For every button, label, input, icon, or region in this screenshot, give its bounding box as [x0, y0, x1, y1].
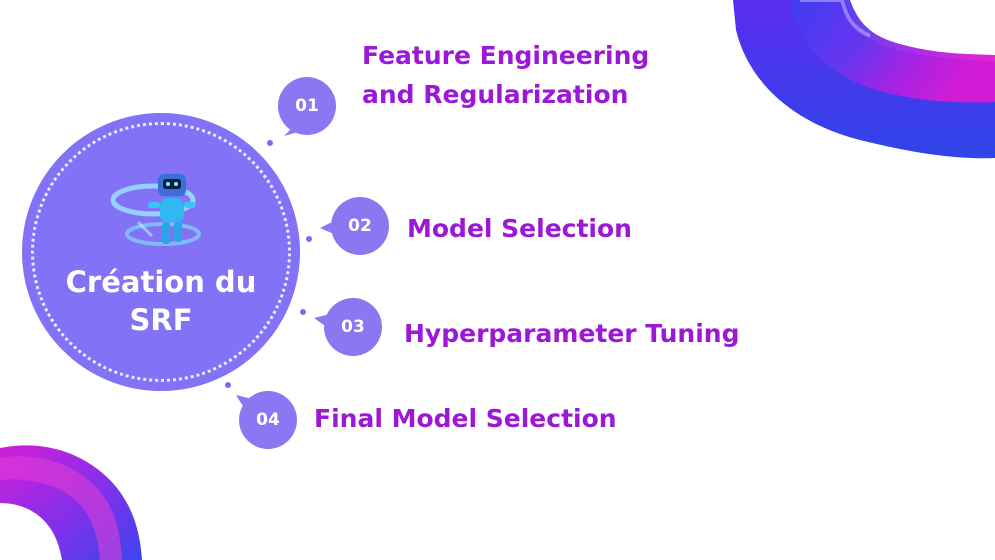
- step-label-03: Hyperparameter Tuning: [404, 319, 740, 348]
- connector-dot-01: [265, 138, 275, 148]
- hub-title: Création du SRF: [65, 265, 257, 337]
- step-label-04: Final Model Selection: [314, 404, 617, 433]
- connector-dot-03: [298, 307, 308, 317]
- step-label-02: Model Selection: [407, 214, 632, 243]
- step-number-badge-02: 02: [331, 197, 389, 255]
- step-number-badge-04: 04: [239, 391, 297, 449]
- central-hub-circle: Création du SRF: [22, 113, 300, 391]
- step-number-badge-01: 01: [278, 77, 336, 135]
- step-label-01: Feature Engineering and Regularization: [362, 41, 650, 109]
- connector-dot-04: [223, 380, 233, 390]
- hub-dotted-ring: [31, 122, 291, 382]
- connector-dot-02: [304, 234, 314, 244]
- step-number-badge-03: 03: [324, 298, 382, 356]
